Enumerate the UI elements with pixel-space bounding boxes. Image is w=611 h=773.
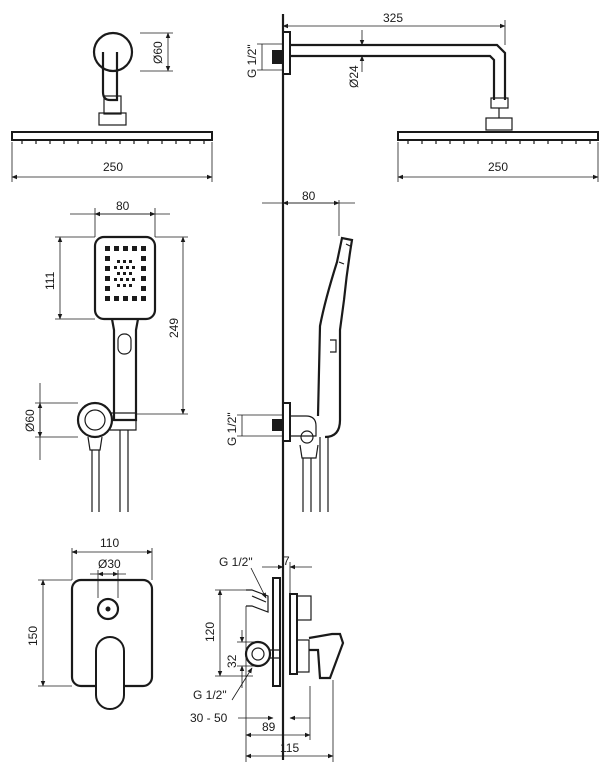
hand-side-width-label: 80	[302, 189, 316, 203]
wall-gap-label: 7	[283, 554, 290, 568]
body-height-label: 120	[203, 622, 217, 642]
holder-diam-label: Ø60	[23, 409, 37, 432]
mixer-plate-front-view	[38, 548, 154, 710]
hand-shower-front-view	[35, 208, 188, 512]
head-width-right-label: 250	[488, 160, 508, 174]
head-shower-side-view	[257, 20, 599, 182]
mixer-side-view	[215, 562, 345, 762]
depth-range-label: 30 - 50	[190, 711, 228, 725]
thread-mid-label: G 1/2"	[225, 412, 239, 446]
hand-shower-side-view	[237, 200, 355, 512]
depth-89-label: 89	[262, 720, 276, 734]
plate-height-label: 150	[26, 626, 40, 646]
depth-115-label: 115	[280, 741, 299, 755]
hand-total-height-label: 249	[167, 318, 181, 338]
outlet-offset-label: 32	[225, 654, 239, 668]
arm-diam-label: Ø24	[347, 65, 361, 88]
thread-mixer-top-label: G 1/2"	[219, 555, 253, 569]
plate-width-label: 110	[100, 536, 119, 550]
thread-top-label: G 1/2"	[245, 44, 259, 78]
hand-head-height-label: 111	[43, 271, 57, 290]
arm-length-label: 325	[383, 11, 403, 25]
hand-width-label: 80	[116, 199, 130, 213]
head-width-left-label: 250	[103, 160, 123, 174]
head-diam-label: Ø60	[151, 41, 165, 64]
head-shower-front-view	[11, 31, 213, 182]
knob-diam-label: Ø30	[98, 557, 121, 571]
thread-mixer-bottom-label: G 1/2"	[193, 688, 227, 702]
